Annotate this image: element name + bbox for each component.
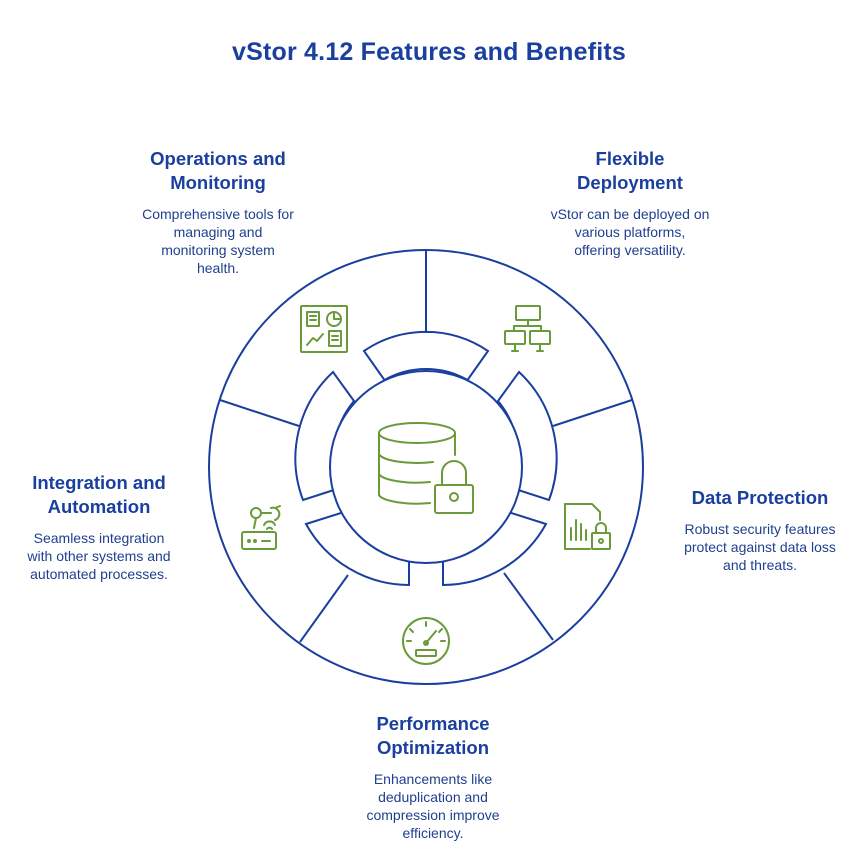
feature-deployment: Flexible Deployment vStor can be deploye… [520, 147, 740, 259]
feature-integration-title: Integration and Automation [32, 472, 166, 517]
robot-arm-icon [241, 505, 281, 550]
feature-performance-desc: Enhancements like deduplication and comp… [366, 771, 500, 841]
feature-deployment-title: Flexible Deployment [577, 148, 683, 193]
dashboard-icon [300, 305, 348, 353]
feature-integration-desc: Seamless integration with other systems … [27, 530, 171, 582]
speedometer-icon [402, 617, 450, 665]
database-lock-icon [378, 422, 474, 514]
feature-protection-title: Data Protection [691, 487, 829, 508]
network-icon [504, 305, 551, 352]
feature-integration: Integration and Automation Seamless inte… [8, 471, 190, 583]
center-circle [329, 370, 523, 564]
inner-segment-top [362, 330, 490, 382]
feature-operations-desc: Comprehensive tools for managing and mon… [142, 206, 294, 276]
page-title: vStor 4.12 Features and Benefits [231, 38, 627, 66]
feature-performance-title: Performance Optimization [376, 713, 490, 758]
ring-dividers [219, 250, 633, 643]
feature-operations-title: Operations and Monitoring [150, 148, 286, 193]
feature-deployment-desc: vStor can be deployed on various platfor… [550, 206, 710, 258]
feature-performance: Performance Optimization Enhancements li… [333, 712, 533, 842]
feature-operations: Operations and Monitoring Comprehensive … [118, 147, 318, 277]
secure-report-icon [564, 503, 611, 550]
feature-protection: Data Protection Robust security features… [668, 486, 852, 574]
feature-protection-desc: Robust security features protect against… [684, 521, 836, 573]
